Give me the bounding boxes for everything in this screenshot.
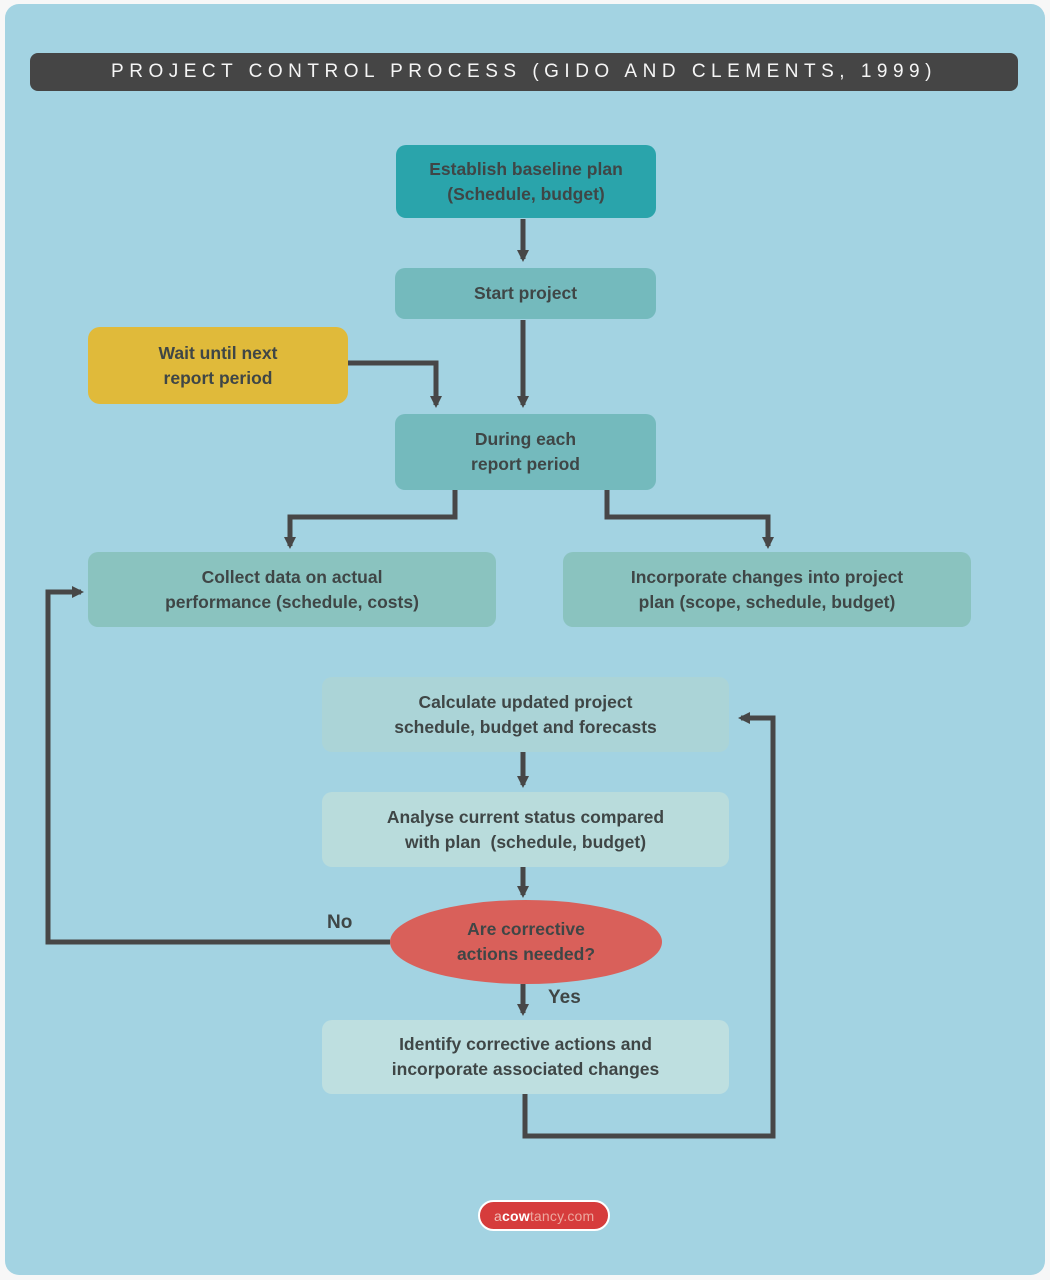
node-text-line: Wait until next bbox=[158, 342, 278, 363]
node-text-line: report period bbox=[163, 367, 273, 388]
node-text-line: schedule, budget and forecasts bbox=[394, 716, 657, 737]
label-no: No bbox=[327, 912, 353, 933]
title-bar: PROJECT CONTROL PROCESS (GIDO AND CLEMEN… bbox=[30, 53, 1018, 91]
node-analyse-current-status: Analyse current status compared with pla… bbox=[322, 792, 729, 867]
node-text-line: Identify corrective actions and bbox=[399, 1034, 652, 1054]
node-text-line: (Schedule, budget) bbox=[447, 183, 605, 204]
node-text-line: Establish baseline plan bbox=[429, 158, 623, 179]
node-establish-baseline-plan: Establish baseline plan (Schedule, budge… bbox=[396, 145, 656, 218]
page-title: PROJECT CONTROL PROCESS (GIDO AND CLEMEN… bbox=[111, 61, 937, 82]
node-text-line: report period bbox=[471, 454, 580, 474]
node-incorporate-changes: Incorporate changes into project plan (s… bbox=[563, 552, 971, 627]
decision-are-corrective-actions-needed: Are corrective actions needed? bbox=[390, 900, 662, 984]
node-text-line: During each bbox=[474, 429, 577, 449]
node-text-line: plan (scope, schedule, budget) bbox=[638, 591, 896, 612]
node-text-line: Start project bbox=[473, 283, 578, 303]
node-collect-data: Collect data on actual performance (sche… bbox=[88, 552, 496, 627]
infographic-canvas: PROJECT CONTROL PROCESS (GIDO AND CLEMEN… bbox=[5, 4, 1045, 1275]
node-text-line: with plan (schedule, budget) bbox=[404, 831, 647, 852]
node-text-line: performance (schedule, costs) bbox=[165, 591, 419, 612]
node-text-line: Collect data on actual bbox=[201, 566, 383, 587]
node-text-line: Are corrective bbox=[467, 919, 585, 939]
connector-during-to-incorporate bbox=[604, 490, 774, 549]
node-calculate-updated-project: Calculate updated project schedule, budg… bbox=[322, 677, 729, 752]
node-text-line: actions needed? bbox=[456, 944, 596, 964]
connector-during-to-collect bbox=[284, 490, 458, 549]
node-text-line: incorporate associated changes bbox=[391, 1059, 660, 1079]
connector-decision-no-loop-to-collect bbox=[45, 586, 390, 945]
label-yes: Yes bbox=[548, 987, 581, 1008]
connector-layer bbox=[45, 219, 776, 1139]
node-start-project: Start project bbox=[395, 268, 656, 319]
node-text-line: Analyse current status compared bbox=[386, 806, 665, 827]
connector-wait-to-during bbox=[348, 360, 442, 408]
node-text-line: Calculate updated project bbox=[418, 691, 633, 712]
node-during-each-report-period: During each report period bbox=[395, 414, 656, 490]
footer-logo-highlight: cow bbox=[502, 1207, 530, 1224]
footer-logo-suffix: tancy.com bbox=[529, 1207, 595, 1224]
footer-logo-prefix: a bbox=[494, 1207, 502, 1224]
connector-identify-loop-to-calculate bbox=[522, 712, 776, 1139]
node-wait-until-next-report-period: Wait until next report period bbox=[88, 327, 348, 404]
node-identify-corrective-actions: Identify corrective actions and incorpor… bbox=[322, 1020, 729, 1094]
node-text-line: Incorporate changes into project bbox=[630, 566, 904, 587]
